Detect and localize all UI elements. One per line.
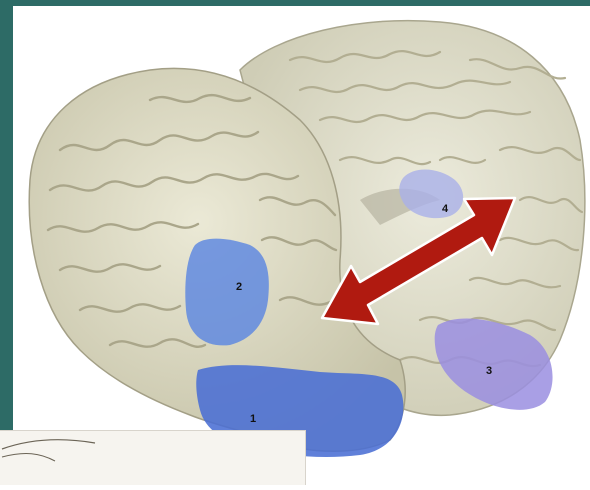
overlay-sketch bbox=[0, 431, 305, 485]
region-label-1: 1 bbox=[250, 413, 256, 425]
overlay-image-panel bbox=[0, 430, 306, 485]
region-label-4: 4 bbox=[442, 203, 449, 215]
region-label-3: 3 bbox=[486, 365, 492, 377]
region-label-2: 2 bbox=[236, 281, 242, 293]
